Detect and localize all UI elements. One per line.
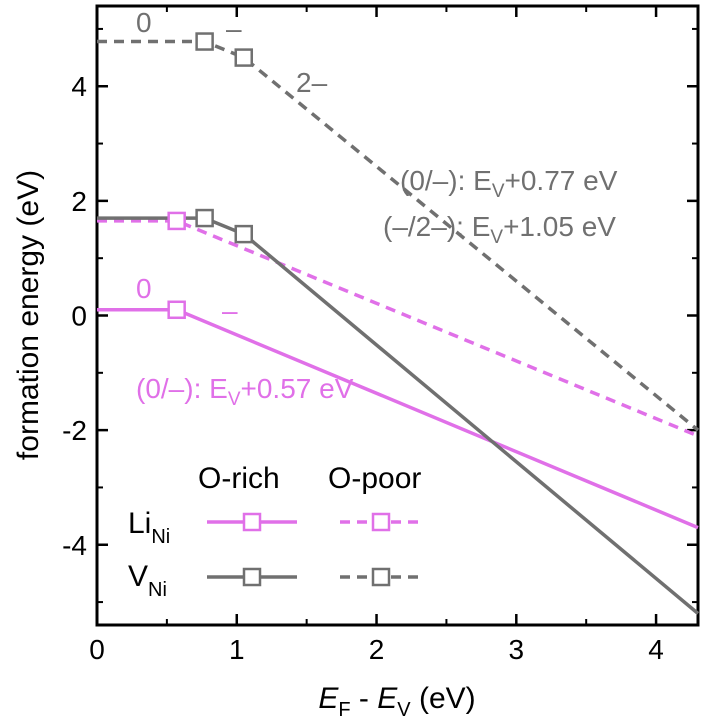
x-tick-label: 0: [89, 634, 105, 665]
marker-li_poor: [167, 211, 186, 231]
v-transition-level-2: (–/2–): EV+1.05 eV: [383, 211, 616, 248]
legend-marker-li-rich: [242, 512, 262, 532]
legend: O-rich O-poor LiNi VNi: [128, 462, 421, 601]
legend-marker-li-poor: [371, 512, 391, 532]
y-tick-label: 2: [71, 186, 87, 217]
legend-marker-v-rich: [242, 567, 262, 587]
tick-marks: [95, 6, 698, 625]
x-tick-labels: 0 1 2 3 4: [89, 634, 664, 665]
legend-marker-v-poor: [371, 567, 391, 587]
marker-v_poor: [234, 48, 254, 67]
legend-label-v-ni: VNi: [128, 560, 167, 601]
x-tick-label: 4: [648, 634, 664, 665]
v-poor-charge-zero: 0: [136, 7, 152, 38]
y-axis-label: formation energy (eV): [12, 170, 45, 460]
v-transition-level-1: (0/–): EV+0.77 eV: [400, 165, 618, 202]
y-tick-label: -4: [62, 530, 87, 561]
li-charge-zero: 0: [136, 273, 152, 304]
li-charge-minus: –: [222, 295, 238, 326]
marker-v_poor: [195, 32, 214, 51]
y-tick-label: 4: [71, 71, 87, 102]
x-tick-label: 3: [509, 634, 525, 665]
series-markers: [167, 32, 254, 320]
y-tick-label: 0: [71, 301, 87, 332]
marker-v_rich: [195, 208, 214, 228]
series-line-v_poor: [97, 39, 700, 432]
x-tick-label: 2: [369, 634, 385, 665]
x-axis-label: EF - EV (eV): [318, 682, 475, 721]
series-line-v_rich: [97, 216, 700, 615]
v-poor-charge-minus: –: [226, 13, 242, 44]
y-tick-label: -2: [62, 415, 87, 446]
y-tick-labels: -4 -2 0 2 4: [62, 71, 87, 561]
series-lines: [97, 39, 700, 615]
marker-li_rich: [167, 300, 186, 320]
series-line-li_poor: [97, 219, 699, 438]
v-poor-charge-two-minus: 2–: [296, 67, 328, 98]
legend-header-o-rich: O-rich: [198, 462, 280, 495]
marker-v_rich: [234, 224, 254, 244]
legend-header-o-poor: O-poor: [328, 462, 421, 495]
li-transition-level: (0/–): EV+0.57 eV: [136, 373, 354, 410]
legend-label-li-ni: LiNi: [128, 507, 170, 548]
x-tick-label: 1: [229, 634, 245, 665]
